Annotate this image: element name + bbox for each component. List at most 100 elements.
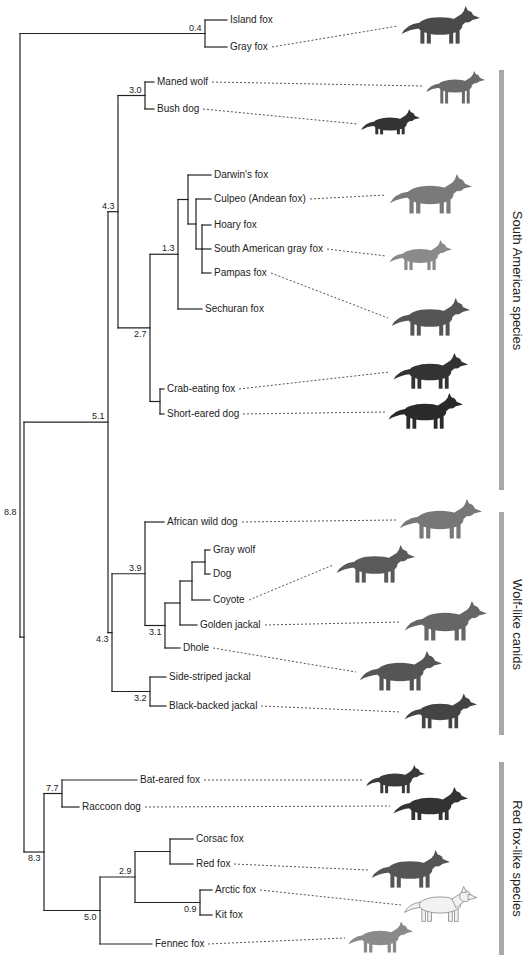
animal-ear [399, 922, 404, 927]
divergence-time: 4.3 [102, 201, 115, 211]
divergence-time: 3.1 [149, 627, 162, 637]
divergence-time: 3.9 [129, 563, 142, 573]
tree-branch [187, 175, 188, 224]
animal-tail [404, 902, 420, 912]
animal-tail [337, 562, 355, 573]
tree-branch [100, 943, 152, 944]
animal-snout [477, 609, 487, 616]
tree-branch [99, 877, 100, 944]
leader-line [234, 864, 368, 870]
species-name: Maned wolf [157, 76, 208, 88]
tree-branch [205, 549, 210, 550]
leader-line [213, 648, 356, 672]
animal-silhouette [405, 601, 487, 640]
species-name: Corsac fox [196, 833, 244, 845]
tree-branch [144, 82, 145, 109]
species-name: Short-eared dog [167, 408, 239, 420]
leader-lines [145, 26, 423, 944]
tree-branch [170, 838, 193, 839]
species-name: Gray fox [230, 41, 268, 53]
tree-branch [43, 794, 44, 911]
animal-ear [461, 694, 466, 700]
tree-branch [108, 211, 118, 212]
species-name: Pampas fox [214, 267, 267, 279]
animal-ear [452, 787, 457, 793]
tree-branch [149, 677, 150, 706]
animal-snout [478, 77, 485, 82]
group-bars [499, 70, 504, 955]
tree-branch [200, 914, 212, 915]
leader-line [271, 273, 388, 318]
animal-snout [418, 771, 425, 776]
tree-branch [150, 705, 166, 706]
species-name: Red fox [196, 858, 230, 870]
tree-branch [111, 574, 112, 692]
divergence-time: 7.7 [46, 783, 59, 793]
tree-branch [191, 562, 192, 600]
tree-branch [24, 851, 44, 852]
tree-branch [188, 223, 196, 224]
tree-branch [135, 851, 170, 852]
species-name: South American gray fox [214, 243, 323, 255]
animal-snout [470, 14, 480, 20]
tree-branch [202, 272, 211, 273]
animal-ear [464, 499, 470, 506]
tree-branch [62, 779, 137, 780]
leader-line [145, 806, 390, 807]
tree-branch [195, 199, 196, 249]
species-name: Hoary fox [214, 219, 257, 231]
animal-snout [468, 701, 477, 707]
species-name: Raccoon dog [82, 801, 141, 813]
leader-line [272, 26, 398, 47]
leader-line [310, 195, 386, 199]
divergence-time: 8.8 [4, 507, 17, 517]
tree-branch [150, 401, 160, 402]
species-name: Fennec fox [155, 938, 204, 950]
tree-branch [150, 676, 166, 677]
species-name: Coyote [213, 594, 245, 606]
tree-branch [144, 522, 145, 626]
tree-branch [117, 96, 118, 328]
tree-branch [19, 34, 20, 638]
tree-branch [179, 581, 180, 625]
tree-branch [149, 254, 150, 401]
leader-line [242, 520, 396, 522]
animal-tail [402, 23, 420, 34]
tree-branch [145, 108, 154, 109]
species-name: Crab-eating fox [167, 383, 235, 395]
species-name: Culpeo (Andean fox) [214, 193, 306, 205]
divergence-time: 3.2 [134, 693, 147, 703]
animal-tail [394, 803, 411, 814]
divergence-time: 0.9 [184, 904, 197, 914]
animal-tail [400, 517, 418, 529]
animal-tail [348, 935, 363, 944]
animal-silhouette [404, 694, 477, 729]
leader-line [261, 706, 401, 712]
animal-silhouette [400, 499, 482, 538]
tree-branch [160, 413, 164, 414]
species-name: Dhole [183, 642, 209, 654]
animal-ear [407, 109, 411, 114]
tree-branch [134, 852, 135, 903]
tree-branch [192, 561, 205, 562]
tree-branch [165, 647, 180, 648]
animal-tail [390, 192, 408, 204]
tree-branch [44, 793, 62, 794]
species-name: African wild dog [167, 516, 238, 528]
tree-branch [178, 308, 202, 309]
tree-branch [150, 254, 178, 255]
tree-branch [23, 422, 24, 852]
animal-silhouette [394, 353, 468, 389]
animal-illustrations [337, 6, 487, 953]
animal-ear [452, 353, 457, 359]
species-name: Gray wolf [213, 544, 255, 556]
tree-branch [160, 388, 164, 389]
leader-line [243, 412, 385, 414]
tree-branch [177, 200, 178, 310]
species-name: Black-backed jackal [169, 700, 257, 712]
tree-branches [20, 20, 227, 944]
animal-tail [366, 778, 379, 786]
species-name: Island fox [230, 14, 273, 26]
divergence-time: 2.9 [119, 866, 132, 876]
animal-tail [404, 709, 420, 719]
